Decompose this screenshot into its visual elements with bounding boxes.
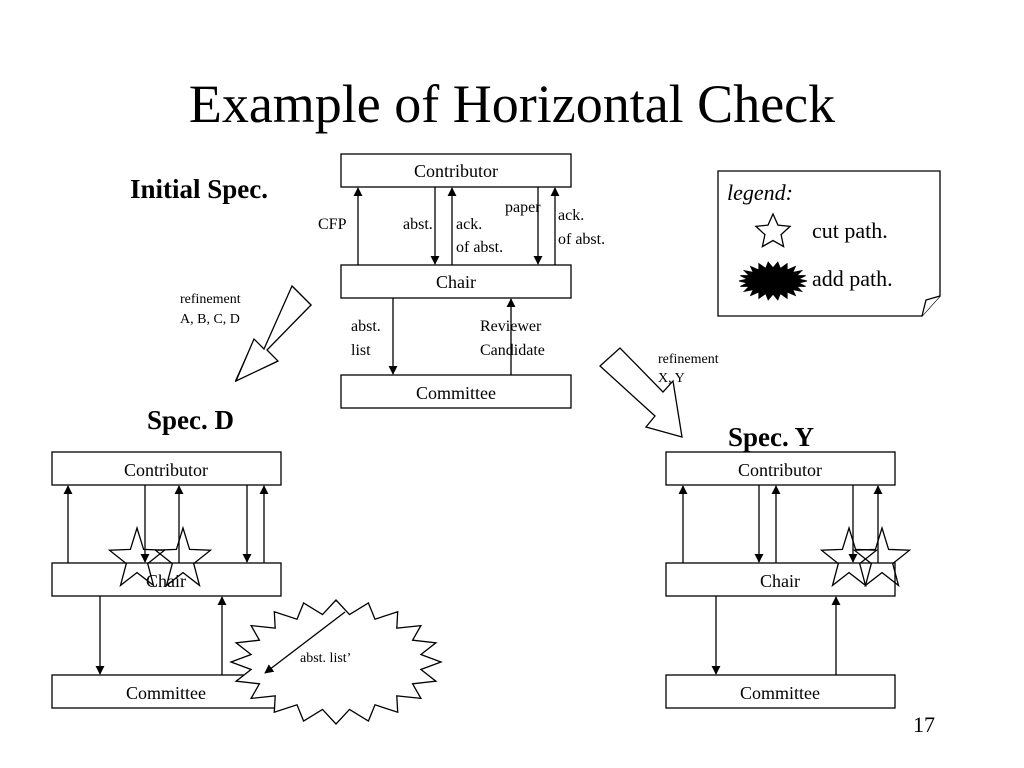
initial-contributor-label: Contributor	[414, 161, 498, 181]
initial-committee-label: Committee	[416, 383, 496, 403]
refinement-y-line1: refinement	[658, 352, 719, 367]
spec-y-heading: Spec. Y	[728, 422, 814, 452]
cfp-label: CFP	[318, 216, 347, 233]
initial-chair-box	[340, 264, 572, 299]
reviewer-label-1: Reviewer	[480, 318, 542, 335]
ack-label-2: ack.	[558, 207, 584, 224]
ack-of-abst-label-1: of abst.	[456, 239, 503, 256]
legend-title: legend:	[727, 180, 793, 205]
refinement-arrow-d	[234, 284, 312, 383]
spec-d-added-arrow	[264, 611, 346, 674]
cut-path-star-icon	[153, 525, 213, 588]
refinement-y-line2: X, Y	[658, 371, 685, 386]
spec-d-heading: Spec. D	[147, 405, 234, 435]
ack-of-abst-label-2: of abst.	[558, 231, 605, 248]
add-path-burst-icon	[738, 261, 808, 301]
initial-chair-label: Chair	[436, 272, 476, 292]
initial-contributor-box	[340, 153, 572, 188]
ack-label-1: ack.	[456, 216, 482, 233]
spec-y-committee-label: Committee	[740, 683, 820, 703]
abst-list-label-1: abst.	[351, 318, 381, 335]
refinement-d-line2: A, B, C, D	[180, 312, 240, 327]
paper-label: paper	[505, 199, 541, 216]
cut-path-star-icon	[852, 525, 912, 588]
spec-d-chair-label: Chair	[146, 571, 186, 591]
slide-title: Example of Horizontal Check	[189, 74, 835, 134]
spec-d-committee-label: Committee	[126, 683, 206, 703]
page-number: 17	[913, 712, 935, 737]
initial-committee-box	[340, 374, 572, 409]
spec-d-diagram: Spec. D Contributor Chair Committee abst…	[51, 405, 443, 725]
spec-y-diagram: Spec. Y Contributor Chair Committee	[665, 422, 912, 709]
abst-list-label-2: list	[351, 342, 371, 359]
cut-path-star-icon	[754, 212, 792, 248]
spec-y-committee-box	[665, 674, 896, 709]
spec-d-contributor-box	[51, 451, 282, 486]
initial-spec-heading: Initial Spec.	[130, 174, 268, 204]
spec-d-added-label: abst. list’	[300, 651, 351, 666]
reviewer-label-2: Candidate	[480, 342, 545, 359]
spec-y-chair-box	[665, 562, 896, 597]
spec-y-contributor-box	[665, 451, 896, 486]
initial-spec-diagram: Initial Spec. Contributor Chair Committe…	[130, 153, 605, 409]
refinement-arrow-y	[599, 347, 683, 438]
spec-y-chair-label: Chair	[760, 571, 800, 591]
abst-label: abst.	[403, 216, 433, 233]
legend-box: legend: cut path. add path.	[717, 170, 941, 317]
spec-d-chair-box	[51, 562, 282, 597]
refinement-d-line1: refinement	[180, 292, 241, 307]
spec-d-contributor-label: Contributor	[124, 460, 208, 480]
add-path-burst-icon	[229, 599, 443, 725]
spec-y-contributor-label: Contributor	[738, 460, 822, 480]
legend-cut-label: cut path.	[812, 218, 888, 243]
legend-add-label: add path.	[812, 266, 893, 291]
